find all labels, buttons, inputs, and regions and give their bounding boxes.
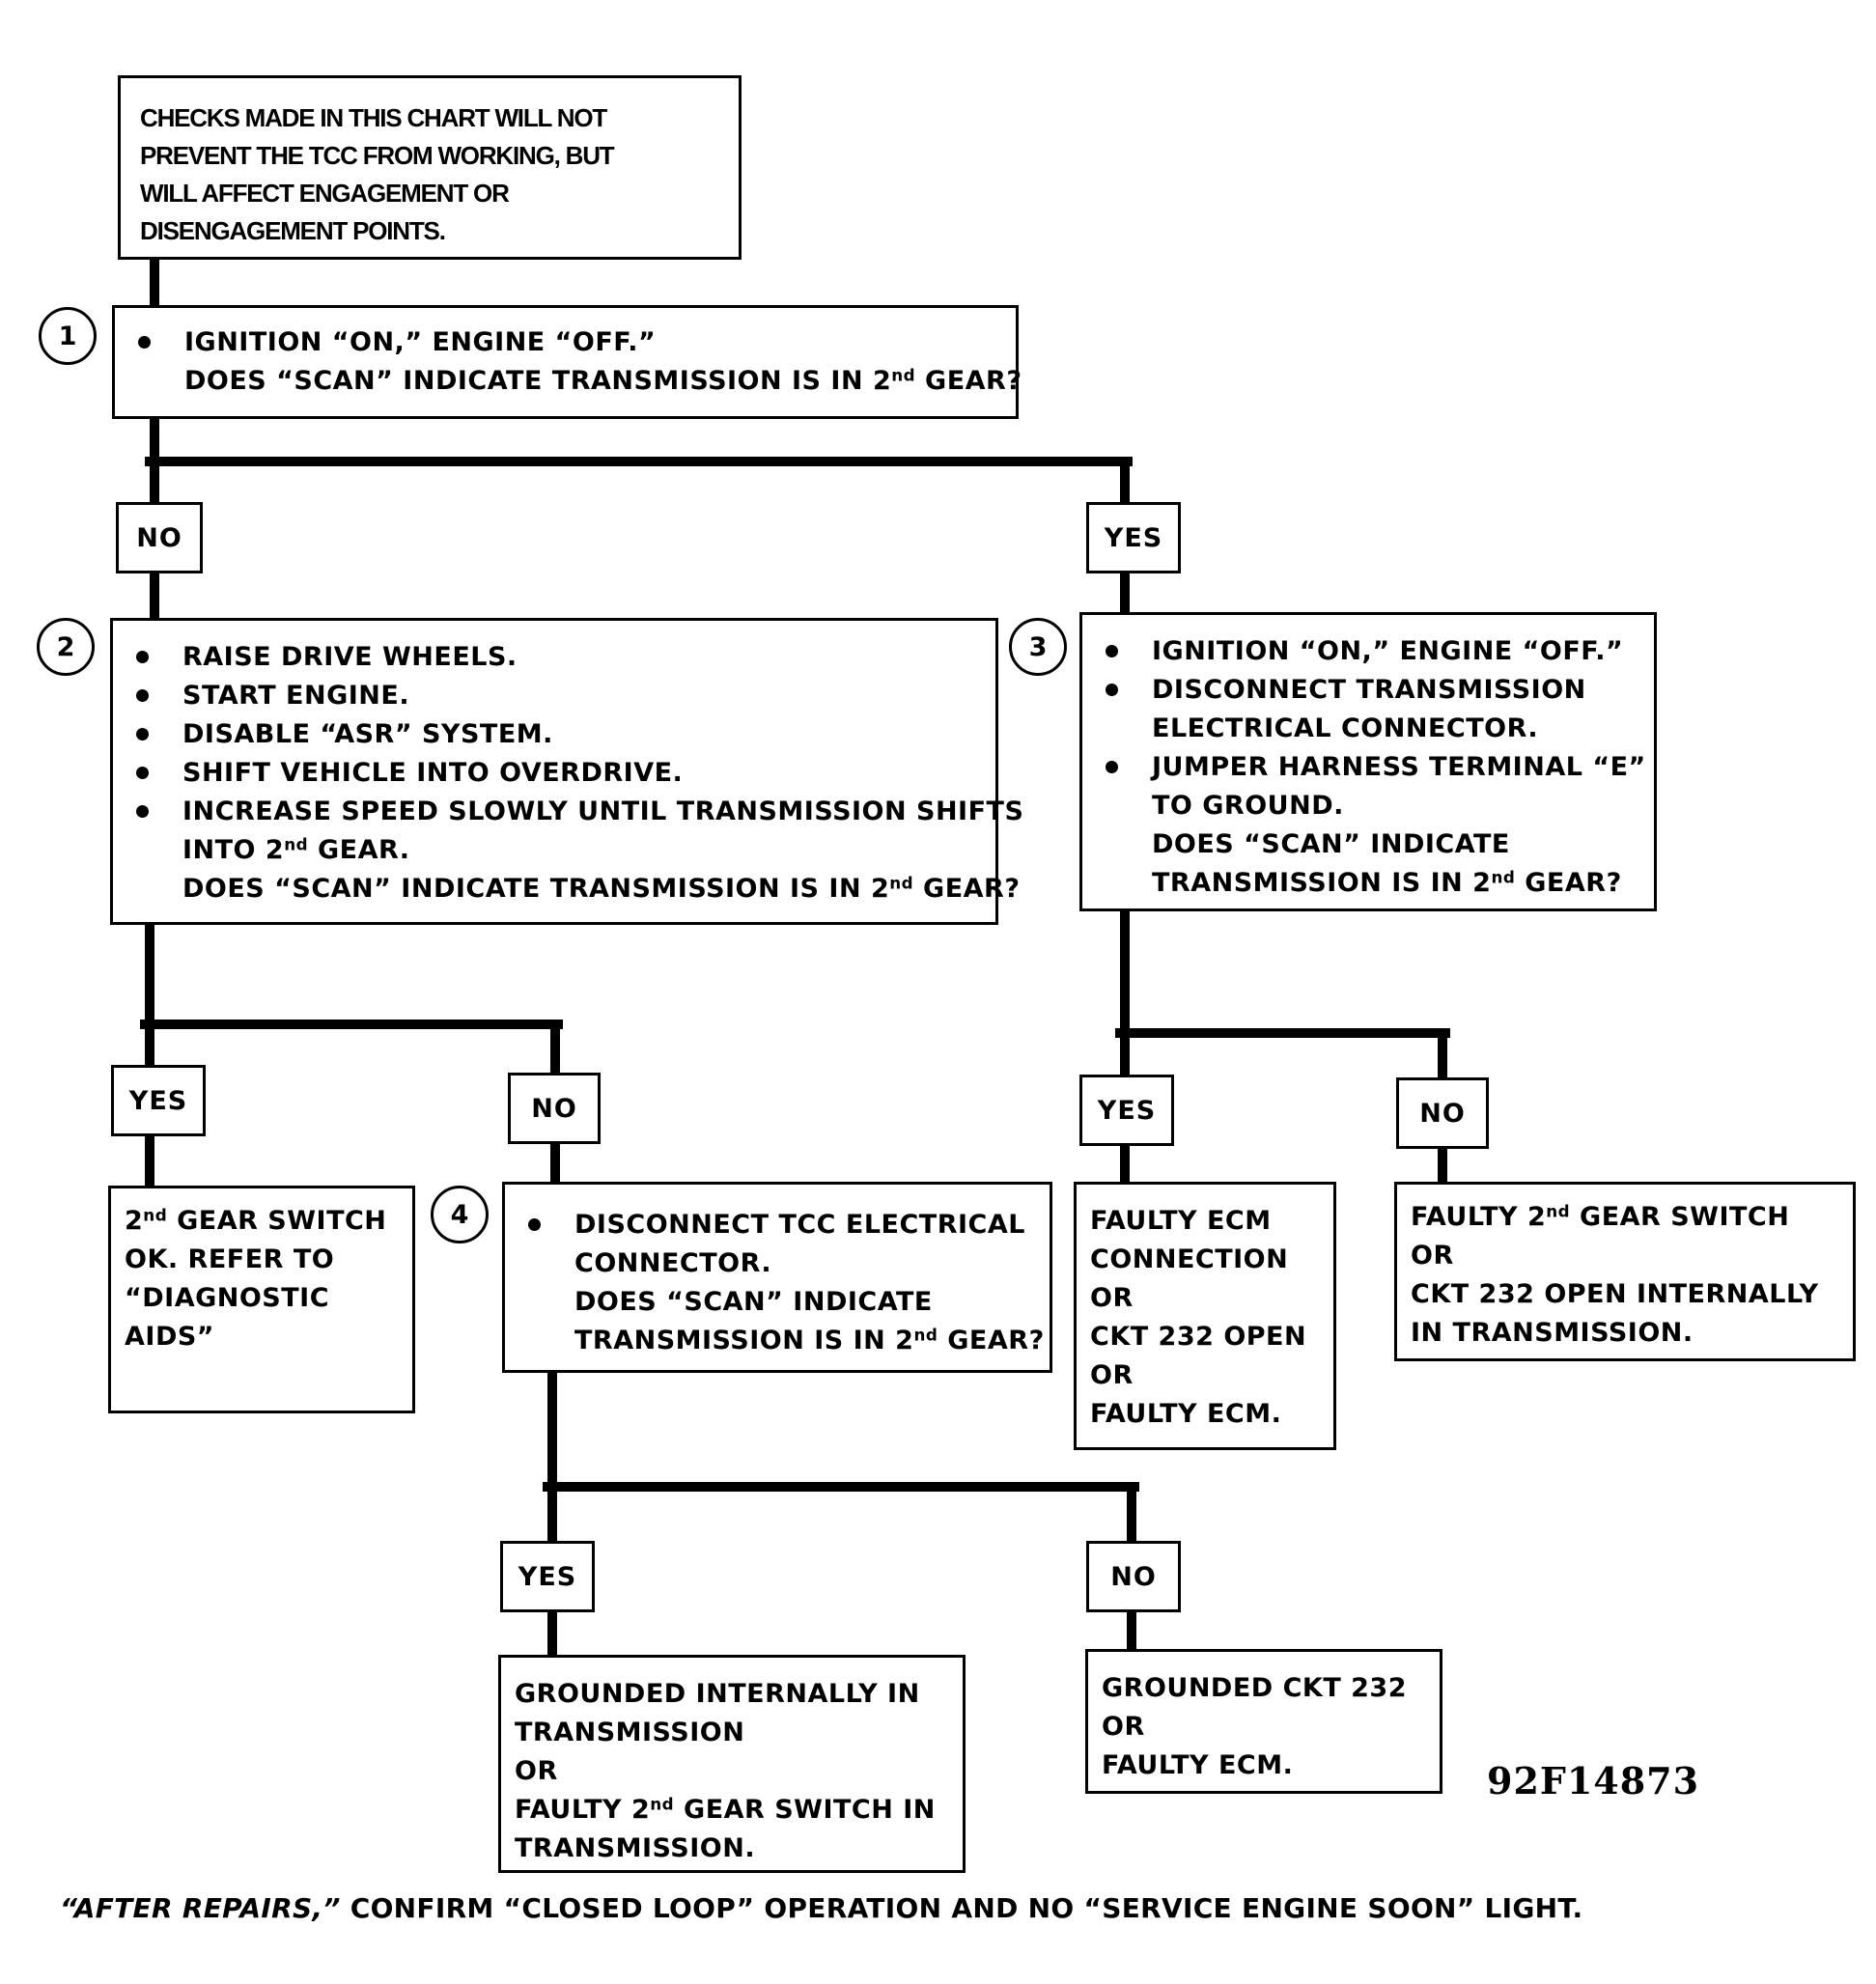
result-grounded-ckt: GROUNDED CKT 232 OR FAULTY ECM. bbox=[1085, 1649, 1442, 1794]
result-line: CONNECTION bbox=[1090, 1244, 1289, 1274]
result-line: AIDS” bbox=[125, 1322, 215, 1352]
step2-question: DOES “SCAN” INDICATE TRANSMISSION IS IN … bbox=[182, 873, 1021, 904]
result-line: TRANSMISSION. bbox=[515, 1833, 756, 1863]
result-line: OR bbox=[1411, 1241, 1454, 1271]
step1-no-label: NO bbox=[116, 502, 203, 573]
note-line: WILL AFFECT ENGAGEMENT OR bbox=[140, 179, 510, 208]
step4-no-label: NO bbox=[1086, 1541, 1181, 1612]
step3-no-label: NO bbox=[1396, 1077, 1489, 1149]
result-line: “DIAGNOSTIC bbox=[125, 1283, 330, 1313]
step4-bullet: DISCONNECT TCC ELECTRICAL bbox=[517, 1206, 1038, 1244]
step2-bullet: SHIFT VEHICLE INTO OVERDRIVE. bbox=[125, 754, 980, 793]
step4-box: DISCONNECT TCC ELECTRICAL CONNECTOR. DOE… bbox=[502, 1182, 1052, 1373]
step-number-1: 1 bbox=[39, 307, 97, 365]
note-line: DISENGAGEMENT POINTS. bbox=[140, 216, 446, 245]
figure-id: 92F14873 bbox=[1487, 1759, 1700, 1802]
step2-bullet: RAISE DRIVE WHEELS. bbox=[125, 638, 980, 677]
result-line: TRANSMISSION bbox=[515, 1718, 745, 1747]
footer-note: “AFTER REPAIRS,” CONFIRM “CLOSED LOOP” O… bbox=[60, 1892, 1583, 1924]
result-faulty-ecm-connection: FAULTY ECM CONNECTION OR CKT 232 OPEN OR… bbox=[1074, 1182, 1336, 1450]
step4-question-line1: DOES “SCAN” INDICATE bbox=[574, 1287, 933, 1317]
step2-bullet: DISABLE “ASR” SYSTEM. bbox=[125, 715, 980, 754]
result-line: OR bbox=[1102, 1712, 1145, 1742]
footer-italic: “AFTER REPAIRS,” bbox=[60, 1892, 341, 1924]
step2-bullets: RAISE DRIVE WHEELS. START ENGINE. DISABL… bbox=[125, 638, 1023, 831]
step2-no-label: NO bbox=[508, 1073, 601, 1144]
step-number-4: 4 bbox=[431, 1186, 489, 1243]
result-line: FAULTY 2nd GEAR SWITCH IN bbox=[515, 1794, 936, 1825]
step4-bullets: DISCONNECT TCC ELECTRICAL bbox=[517, 1206, 1038, 1244]
step3-bullets-more: JUMPER HARNESS TERMINAL “E” bbox=[1094, 748, 1645, 787]
result-line: FAULTY 2nd GEAR SWITCH bbox=[1411, 1201, 1790, 1232]
result-line: FAULTY ECM bbox=[1090, 1206, 1272, 1236]
step4-bullet-continuation: CONNECTOR. bbox=[574, 1248, 772, 1278]
step3-bullets: IGNITION “ON,” ENGINE “OFF.” DISCONNECT … bbox=[1094, 632, 1642, 710]
step4-question-line2: TRANSMISSION IS IN 2nd GEAR? bbox=[574, 1325, 1045, 1355]
step2-bullet: INCREASE SPEED SLOWLY UNTIL TRANSMISSION… bbox=[125, 793, 1023, 831]
step3-box: IGNITION “ON,” ENGINE “OFF.” DISCONNECT … bbox=[1079, 612, 1657, 911]
result-grounded-internally: GROUNDED INTERNALLY IN TRANSMISSION OR F… bbox=[498, 1655, 966, 1873]
step3-bullet: DISCONNECT TRANSMISSION bbox=[1094, 671, 1642, 710]
result-line: OR bbox=[1090, 1360, 1134, 1390]
result-faulty-switch: FAULTY 2nd GEAR SWITCH OR CKT 232 OPEN I… bbox=[1394, 1182, 1856, 1361]
step3-question-line2: TRANSMISSION IS IN 2nd GEAR? bbox=[1152, 867, 1622, 898]
result-line: GROUNDED INTERNALLY IN bbox=[515, 1679, 920, 1709]
note-line: PREVENT THE TCC FROM WORKING, BUT bbox=[140, 141, 615, 170]
step3-bullet: JUMPER HARNESS TERMINAL “E” bbox=[1094, 748, 1645, 787]
step3-question-line1: DOES “SCAN” INDICATE bbox=[1152, 829, 1510, 859]
result-line: IN TRANSMISSION. bbox=[1411, 1318, 1694, 1348]
footer-text: CONFIRM “CLOSED LOOP” OPERATION AND NO “… bbox=[340, 1892, 1583, 1924]
step3-bullet: IGNITION “ON,” ENGINE “OFF.” bbox=[1094, 632, 1642, 671]
result-line: OK. REFER TO bbox=[125, 1244, 335, 1274]
result-line: FAULTY ECM. bbox=[1102, 1750, 1294, 1780]
step4-yes-label: YES bbox=[500, 1541, 595, 1612]
result-line: OR bbox=[1090, 1283, 1134, 1313]
step-number-3: 3 bbox=[1009, 618, 1067, 676]
step-number-2: 2 bbox=[37, 618, 95, 676]
step1-question: DOES “SCAN” INDICATE TRANSMISSION IS IN … bbox=[184, 365, 1022, 396]
step3-yes-label: YES bbox=[1079, 1075, 1174, 1146]
step2-yes-label: YES bbox=[111, 1065, 206, 1136]
result-switch-ok: 2nd GEAR SWITCH OK. REFER TO “DIAGNOSTIC… bbox=[108, 1186, 415, 1413]
result-line: CKT 232 OPEN INTERNALLY bbox=[1411, 1279, 1819, 1309]
result-line: CKT 232 OPEN bbox=[1090, 1322, 1307, 1352]
result-line: GROUNDED CKT 232 bbox=[1102, 1673, 1408, 1703]
step1-bullet: IGNITION “ON,” ENGINE “OFF.” bbox=[126, 323, 1000, 362]
result-line: FAULTY ECM. bbox=[1090, 1399, 1282, 1429]
step2-bullet-continuation: INTO 2nd GEAR. bbox=[182, 834, 410, 865]
result-line: OR bbox=[515, 1756, 558, 1786]
step3-bullet-continuation: ELECTRICAL CONNECTOR. bbox=[1152, 713, 1539, 743]
chart-note: CHECKS MADE IN THIS CHART WILL NOT PREVE… bbox=[118, 75, 742, 260]
step1-bullets: IGNITION “ON,” ENGINE “OFF.” bbox=[126, 323, 1000, 362]
result-line: 2nd GEAR SWITCH bbox=[125, 1205, 387, 1236]
step3-bullet-continuation: TO GROUND. bbox=[1152, 791, 1344, 821]
step2-bullet: START ENGINE. bbox=[125, 677, 980, 715]
step1-box: IGNITION “ON,” ENGINE “OFF.” DOES “SCAN”… bbox=[112, 305, 1022, 419]
step2-box: RAISE DRIVE WHEELS. START ENGINE. DISABL… bbox=[110, 618, 1023, 925]
step1-yes-label: YES bbox=[1086, 502, 1181, 573]
note-line: CHECKS MADE IN THIS CHART WILL NOT bbox=[140, 103, 607, 132]
